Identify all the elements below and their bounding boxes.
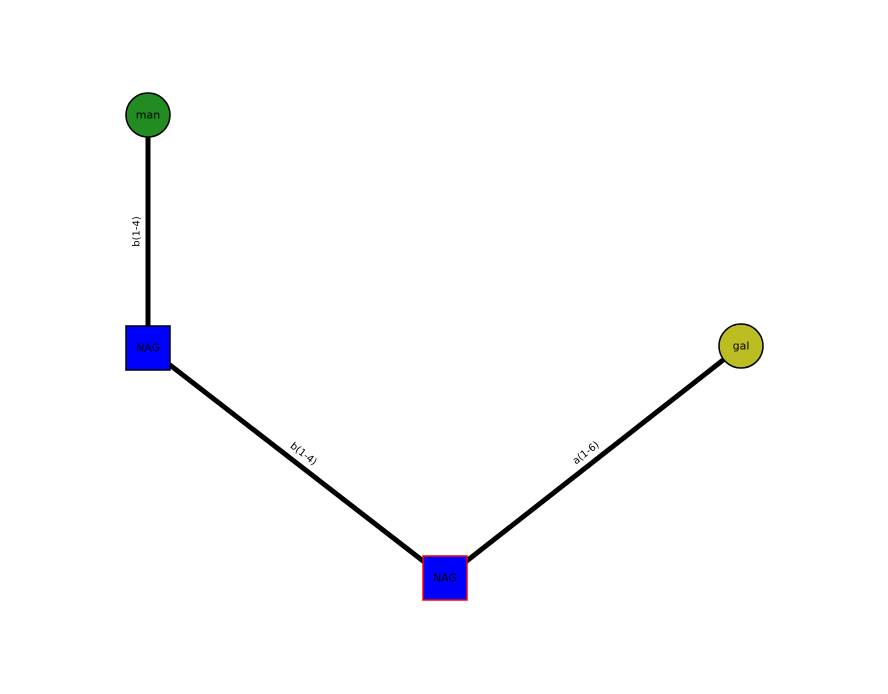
node-man: man [125, 92, 171, 138]
gal-circle-icon [718, 323, 764, 369]
node-label-man: man [136, 109, 160, 122]
edge-nag2-gal [443, 344, 743, 580]
node-label-nag1: NAG [136, 342, 160, 355]
edge-nag1-nag2 [146, 346, 447, 580]
nag2-square-icon [422, 555, 468, 601]
node-gal: gal [718, 323, 764, 369]
node-label-gal: gal [733, 340, 750, 353]
node-label-nag2: NAG [433, 572, 457, 585]
node-nag1: NAG [125, 325, 171, 371]
nag1-square-icon [125, 325, 171, 371]
node-nag2: NAG [422, 555, 468, 601]
man-circle-icon [125, 92, 171, 138]
edge-label-man-nag1: b(1-4) [132, 216, 143, 247]
